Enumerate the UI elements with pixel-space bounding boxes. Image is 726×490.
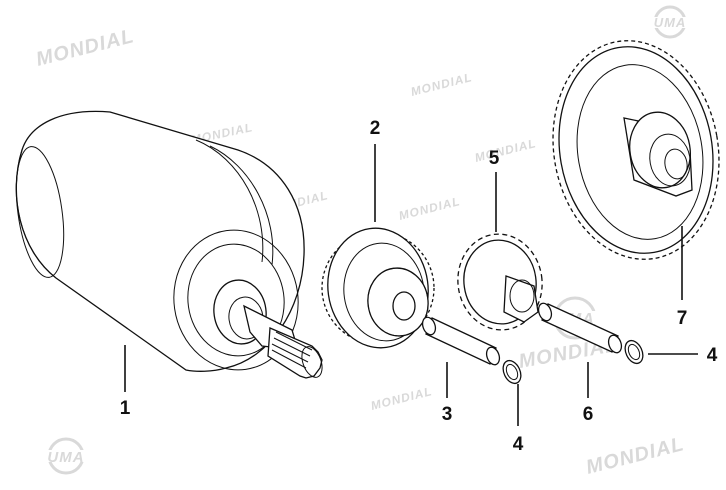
uma-logo-icon: UMA xyxy=(40,437,92,475)
spur-gear xyxy=(457,233,543,331)
o-ring xyxy=(624,339,644,365)
svg-text:UMA: UMA xyxy=(654,15,687,30)
shaft-pin-3 xyxy=(421,316,501,366)
callouts: 1 2 3 4 5 6 7 4 xyxy=(120,118,718,455)
watermark-text: MONDIAL xyxy=(409,70,474,99)
watermark-text: MONDIAL xyxy=(473,136,538,165)
watermark-text: MONDIAL xyxy=(34,25,137,71)
starter-motor xyxy=(15,110,323,379)
part-callout-4b: 4 xyxy=(707,345,718,366)
large-gear xyxy=(552,40,720,260)
leader-lines xyxy=(124,144,698,426)
shaft-pin-6 xyxy=(537,302,623,354)
uma-logo-icon: UMA xyxy=(647,5,693,39)
part-callout-4: 4 xyxy=(513,434,524,455)
watermark-text: MONDIAL xyxy=(369,384,434,413)
svg-text:UMA: UMA xyxy=(47,449,84,466)
double-gear xyxy=(321,227,435,349)
o-ring xyxy=(502,359,522,385)
part-callout-2: 2 xyxy=(370,118,381,139)
part-callout-1: 1 xyxy=(120,398,131,419)
part-callout-7: 7 xyxy=(677,308,688,329)
watermark-text: MONDIAL xyxy=(397,194,462,223)
part-callout-3: 3 xyxy=(442,404,453,425)
watermark-text: MONDIAL xyxy=(584,433,687,479)
part-callout-6: 6 xyxy=(583,404,594,425)
part-callout-5: 5 xyxy=(489,148,500,169)
